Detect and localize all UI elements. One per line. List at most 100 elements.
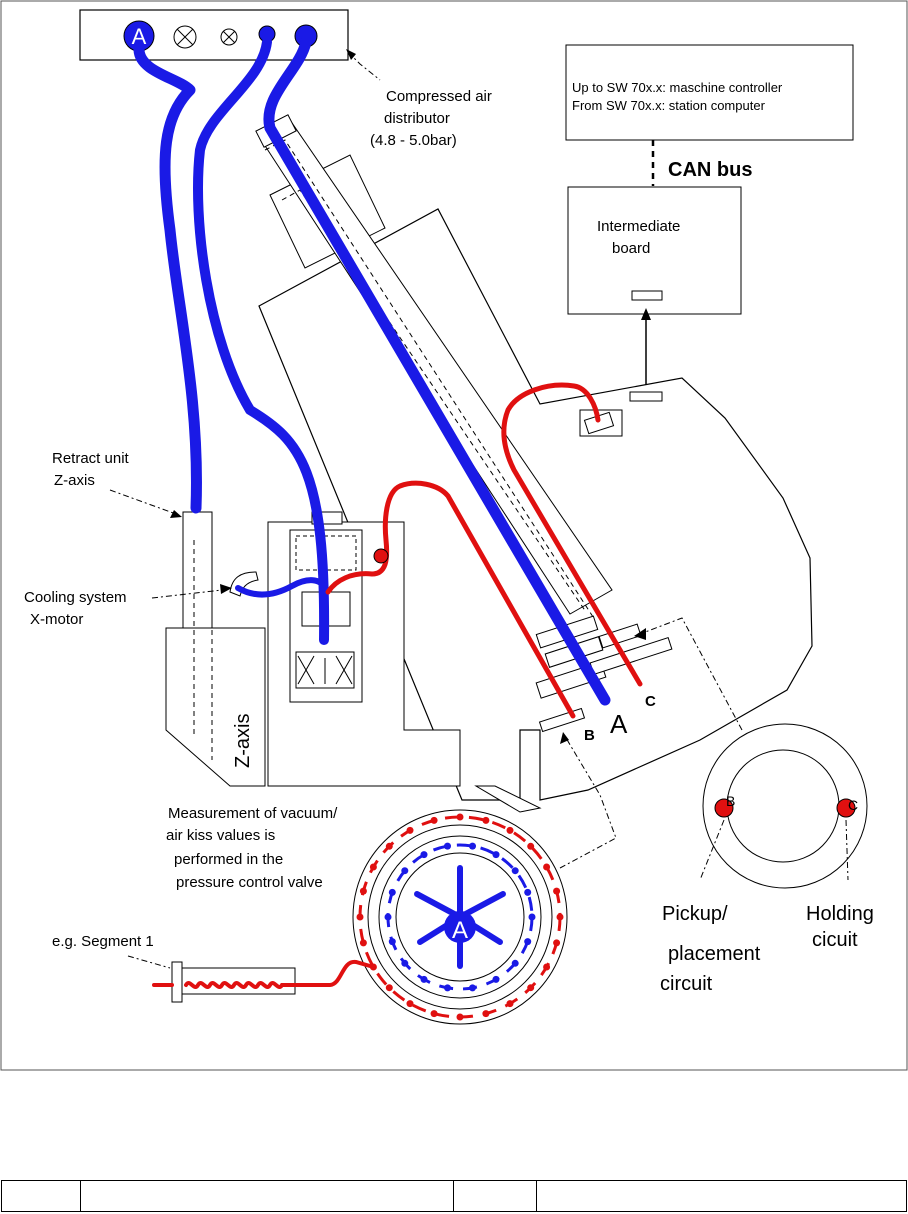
pickup-label-1: Pickup/	[662, 903, 728, 925]
measurement-label-2: air kiss values is	[166, 827, 275, 844]
distributor-port-closed-1	[173, 25, 197, 49]
intermediate-board-label-2: board	[612, 240, 650, 257]
head-foot	[474, 785, 542, 813]
valve-blue-port	[388, 938, 396, 946]
z-axis-label: Z-axis	[232, 714, 254, 768]
valve-hub	[444, 911, 476, 943]
retract-pointer	[109, 489, 177, 515]
pickup-pointer	[699, 819, 725, 881]
valve-red-port	[482, 1010, 490, 1018]
segment-tube	[179, 967, 296, 995]
valve-blue-port	[469, 842, 476, 850]
valve-red-port	[556, 913, 564, 921]
valve-red-port	[430, 816, 438, 824]
valve-red-port	[456, 1013, 464, 1021]
cooling-pointer-head	[220, 584, 232, 594]
footer-cell-3	[453, 1180, 537, 1212]
valve-blue-port	[511, 867, 519, 875]
pickup-label-3: circuit	[660, 973, 713, 995]
measurement-label-4: pressure control valve	[176, 874, 323, 891]
air-hoses	[325, 382, 643, 719]
valve-red-port	[553, 939, 561, 947]
segment-pointer	[127, 955, 171, 969]
valve-red-port	[527, 984, 535, 992]
segment-label: e.g. Segment 1	[52, 933, 154, 950]
diagram-frame	[0, 0, 908, 1071]
valve-red-port	[406, 826, 414, 834]
controller-box	[565, 44, 854, 141]
valve-blue-port	[444, 984, 451, 992]
valve-blue-port	[388, 888, 396, 896]
valve-red-port	[356, 913, 364, 921]
air-port-dot	[373, 548, 389, 564]
valve-coil-marks	[297, 655, 353, 685]
segment-hose	[152, 960, 372, 989]
valve-red-port	[527, 842, 535, 850]
ring-c-label: C	[848, 797, 858, 813]
distributor-port-closed-2	[220, 28, 238, 46]
ring-pointer-head	[634, 628, 646, 640]
valve-red-port	[406, 1000, 414, 1008]
valve-hub-label: A	[452, 917, 468, 944]
ring-b-label: B	[726, 793, 735, 809]
valve-blue-port	[528, 913, 536, 921]
measurement-label-1: Measurement of vacuum/	[168, 805, 338, 822]
valve-red-port	[430, 1010, 438, 1018]
valve-blue-ports	[384, 842, 536, 992]
segment-flange	[171, 961, 183, 1003]
valve-blue-port	[444, 842, 451, 850]
head-port-a-label: A	[610, 709, 628, 739]
retract-label-2: Z-axis	[54, 472, 95, 489]
head-port-c-label: C	[645, 693, 656, 710]
valve-blue-port	[492, 851, 500, 859]
footer-cell-4	[536, 1180, 907, 1212]
valve-red-port	[359, 887, 367, 895]
valve-blue-port	[492, 975, 500, 983]
valve-red-port	[506, 1000, 514, 1008]
distributor-port-a-label: A	[132, 24, 147, 49]
pickup-label-2: placement	[668, 943, 761, 965]
valve-red-port	[543, 863, 551, 871]
holding-pointer	[845, 819, 849, 881]
valve-pointer	[559, 737, 617, 869]
holding-label-2: cicuit	[812, 929, 858, 951]
valve-pointer-head	[560, 732, 569, 744]
holding-label-1: Holding	[806, 903, 874, 925]
ring-pointer	[639, 617, 743, 731]
valve-blue-port	[524, 938, 532, 946]
vacuum-hoses	[133, 36, 611, 706]
distributor-label-2: distributor	[384, 110, 450, 127]
controller-line-2: From SW 70x.x: station computer	[572, 98, 766, 113]
footer-cell-2	[80, 1180, 454, 1212]
valve-red-port	[506, 826, 514, 834]
valve-red-port	[385, 984, 393, 992]
valve-red-ports	[356, 813, 564, 1021]
head-port-b-label: B	[584, 727, 595, 744]
valve-blue-port	[511, 959, 519, 967]
valve-blue-port	[420, 975, 428, 983]
valve-red-port	[369, 863, 377, 871]
valve-blue-port	[524, 888, 532, 896]
cooling-label-2: X-motor	[30, 611, 83, 628]
valve-blue-port	[420, 851, 428, 859]
controller-line-1: Up to SW 70x.x: maschine controller	[572, 80, 783, 95]
intermediate-board-label-1: Intermediate	[597, 218, 680, 235]
retract-pointer-head	[170, 510, 182, 518]
valve-blue-port	[469, 984, 476, 992]
board-cable-arrow	[641, 308, 651, 320]
valve-red-port	[359, 939, 367, 947]
z-axis-block	[165, 627, 266, 787]
cooling-pointer	[151, 589, 223, 599]
valve-blue-port	[384, 913, 392, 921]
valve-blue-port	[401, 959, 409, 967]
valve-blue-port	[401, 867, 409, 875]
distributor-label-1: Compressed air	[386, 88, 492, 105]
ring-detail	[702, 723, 868, 889]
valve-red-port	[456, 813, 464, 821]
valve-red-port	[543, 963, 551, 971]
cooling-label-1: Cooling system	[24, 589, 127, 606]
retract-label-1: Retract unit	[52, 450, 130, 467]
footer-cell-1	[1, 1180, 81, 1212]
footer-table	[1, 1180, 907, 1212]
